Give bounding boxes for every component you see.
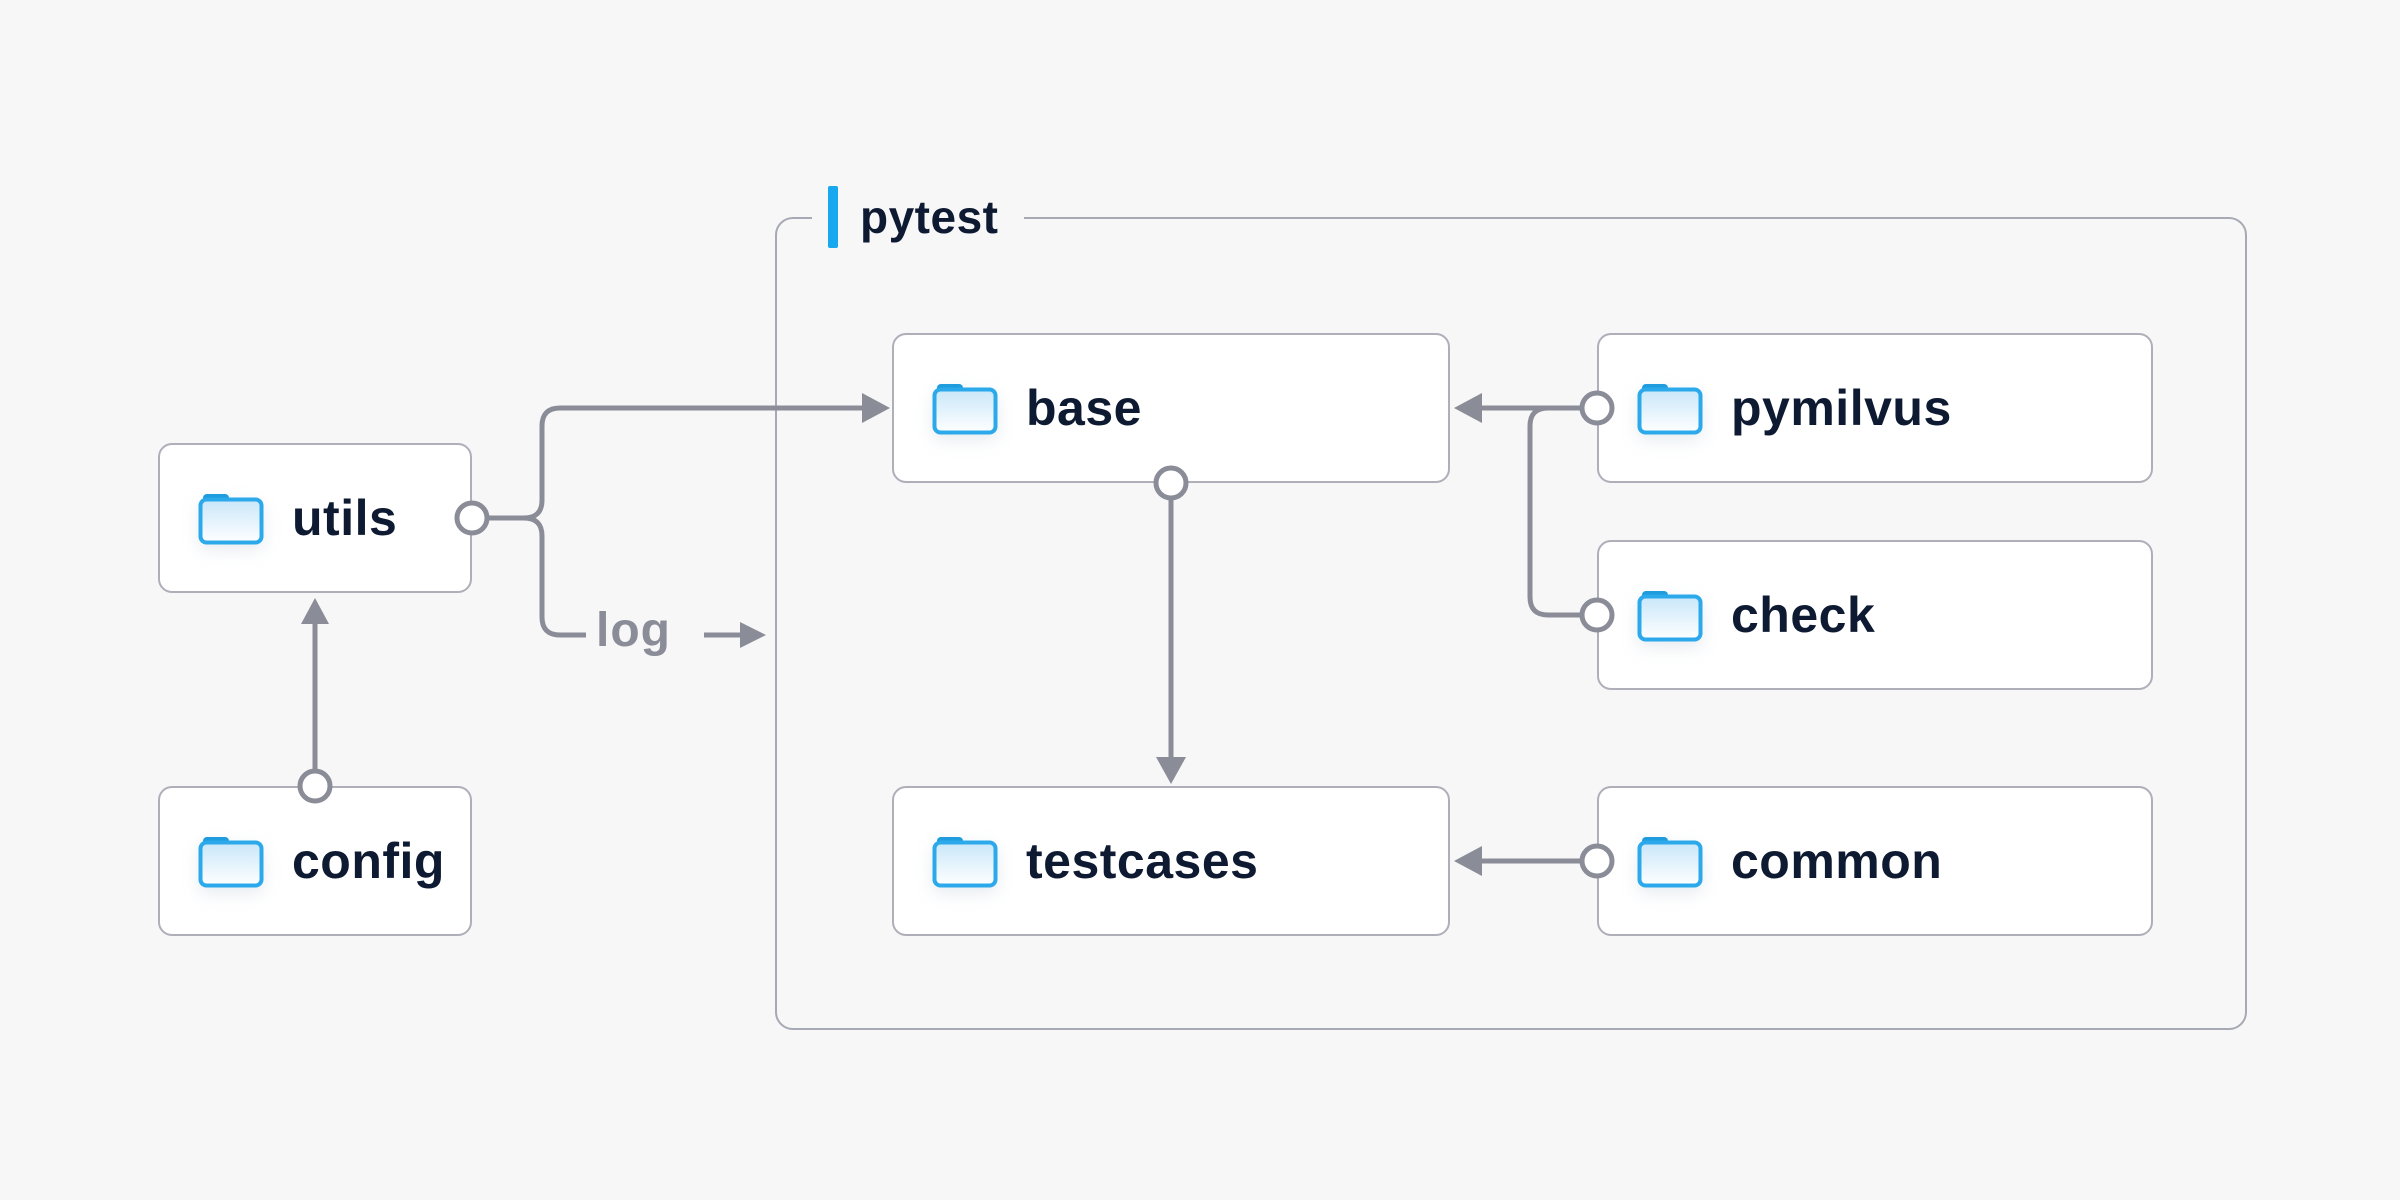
edge-utils-to-log xyxy=(523,515,586,638)
node-label: base xyxy=(1026,380,1142,436)
node-base: base xyxy=(892,333,1450,483)
folder-icon xyxy=(932,384,998,435)
node-label: config xyxy=(292,833,445,889)
pytest-group xyxy=(775,217,2247,1030)
folder-icon xyxy=(1637,384,1703,435)
arrowhead-config-to-utils xyxy=(301,598,329,624)
log-edge-label: log xyxy=(596,604,671,657)
node-label: pymilvus xyxy=(1731,380,1952,436)
node-config: config xyxy=(158,786,472,936)
folder-icon xyxy=(932,837,998,888)
node-common: common xyxy=(1597,786,2153,936)
node-utils: utils xyxy=(158,443,472,593)
node-label: check xyxy=(1731,587,1876,643)
folder-icon xyxy=(198,494,264,545)
folder-icon xyxy=(1637,837,1703,888)
node-testcases: testcases xyxy=(892,786,1450,936)
pytest-group-label: pytest xyxy=(812,186,1025,248)
pytest-accent-bar xyxy=(828,186,838,248)
node-label: utils xyxy=(292,490,398,546)
pytest-group-title: pytest xyxy=(860,191,999,243)
node-label: testcases xyxy=(1026,833,1259,889)
node-pymilvus: pymilvus xyxy=(1597,333,2153,483)
folder-icon xyxy=(1637,591,1703,642)
node-check: check xyxy=(1597,540,2153,690)
node-label: common xyxy=(1731,833,1943,889)
folder-icon xyxy=(198,837,264,888)
arrowhead-log-arrow xyxy=(740,622,766,648)
